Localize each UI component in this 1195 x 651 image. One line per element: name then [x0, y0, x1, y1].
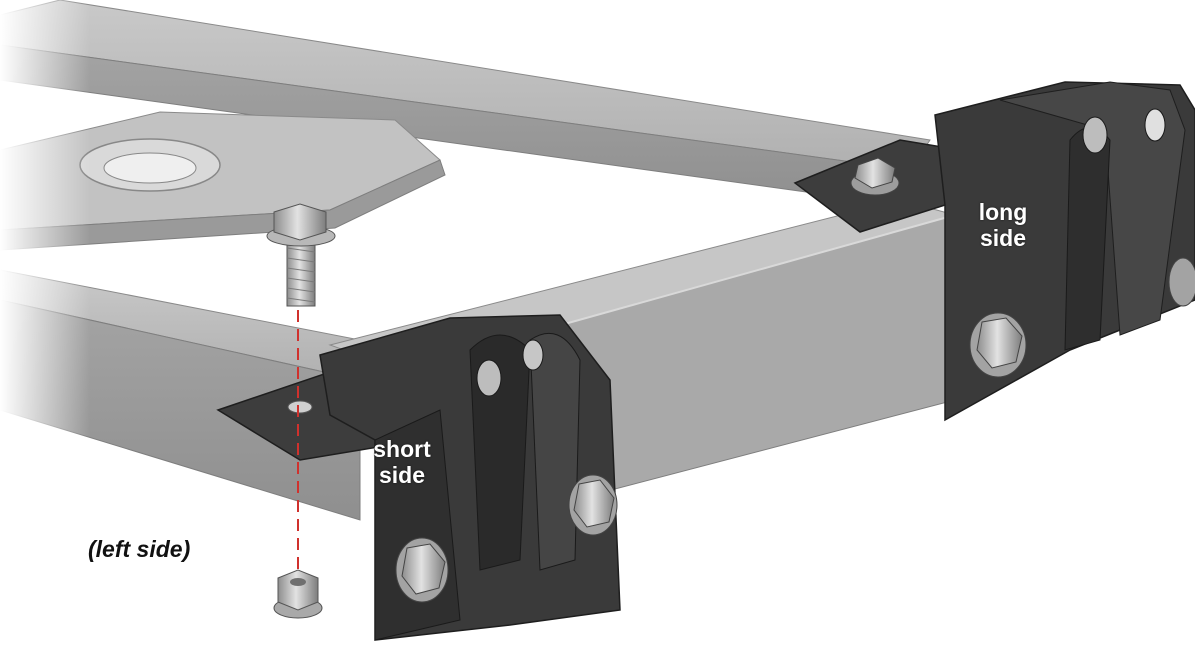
short-side-label-line-2: side	[378, 462, 426, 488]
short-side-label: short side	[362, 436, 442, 488]
receiver-plate	[0, 111, 446, 251]
short-side-label-line-1: short	[373, 436, 431, 462]
hex-bolt-icon	[266, 203, 336, 307]
short-side-bracket	[216, 314, 621, 641]
flange-nut-icon	[273, 569, 323, 619]
carriage-bolt-icon	[850, 157, 900, 196]
hex-bolt-icon	[395, 474, 618, 603]
long-side-label: long side	[968, 199, 1038, 251]
long-side-label-line-2: side	[979, 225, 1027, 251]
long-side-label-line-1: long	[978, 199, 1028, 225]
side-caption: (left side)	[88, 536, 191, 562]
hex-bolt-icon	[969, 257, 1195, 378]
